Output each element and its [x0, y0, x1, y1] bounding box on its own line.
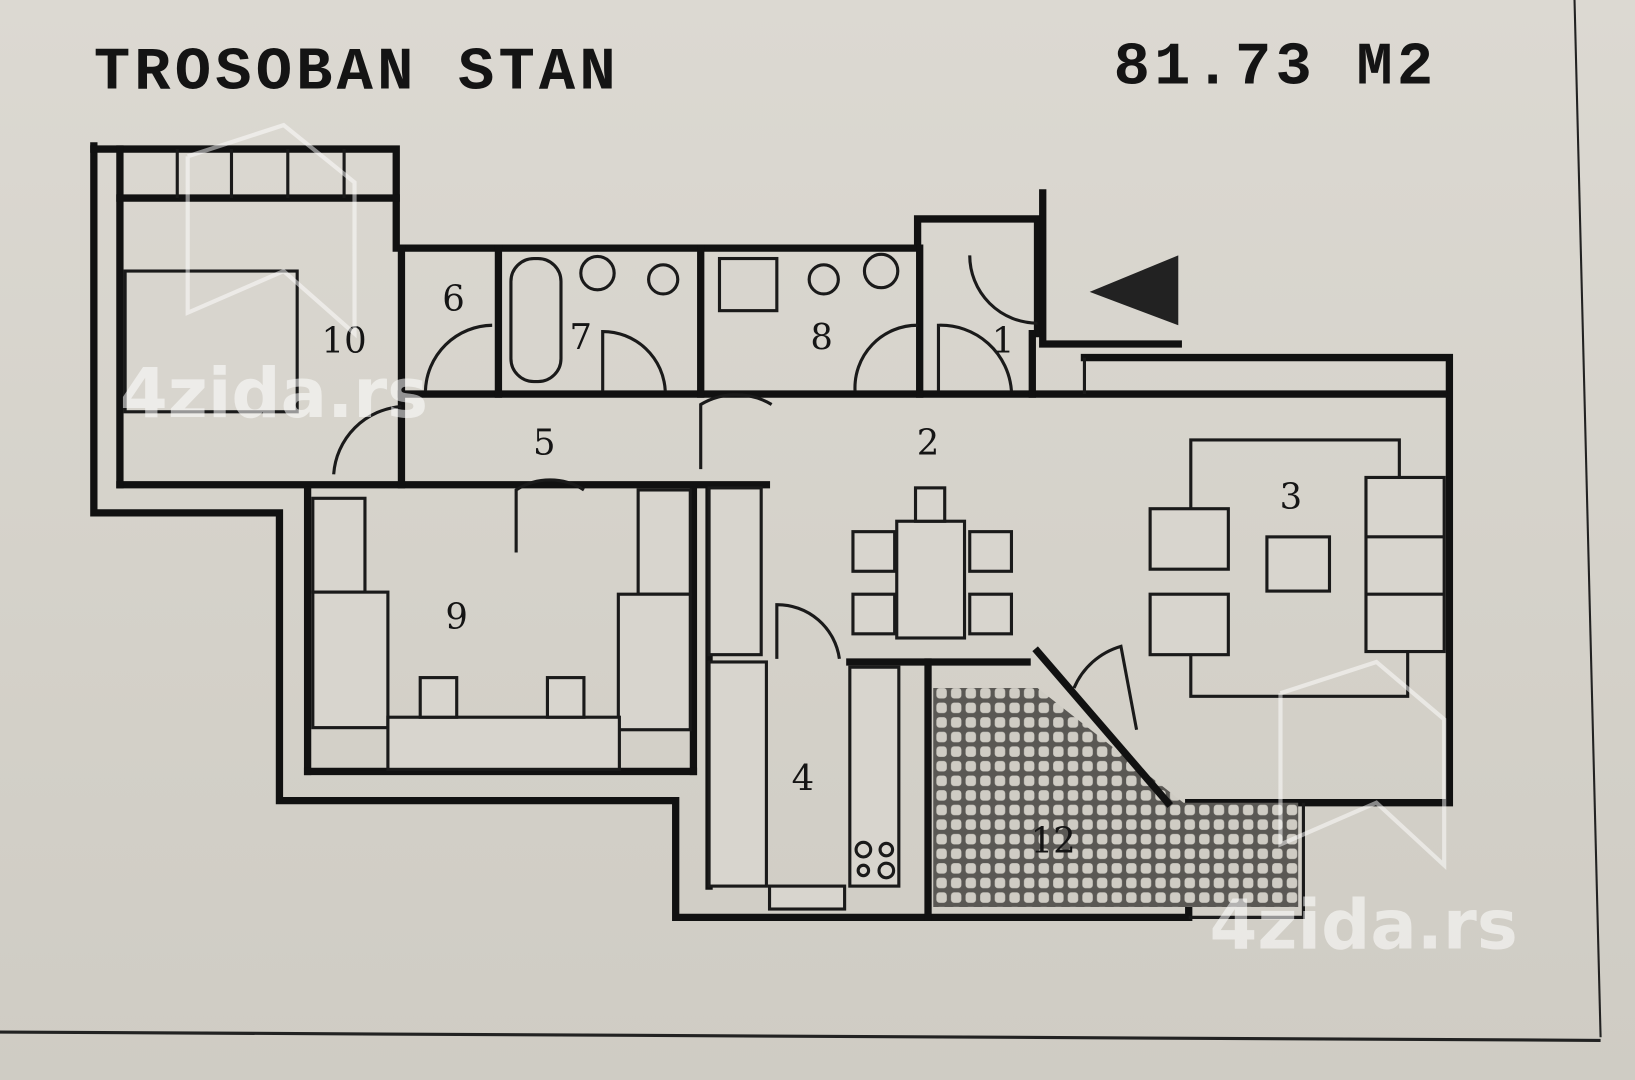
room-label-8: 8	[810, 317, 833, 358]
watermark-logo-bottom: 4zida.rs	[1210, 659, 1518, 966]
room-label-12: 12	[1031, 821, 1076, 862]
kitchen-counter	[848, 665, 901, 888]
room-label-1: 1	[992, 320, 1015, 361]
balcony-tiles	[933, 688, 1299, 907]
room-label-10: 10	[322, 320, 367, 361]
wardrobe-10	[123, 149, 346, 414]
paper-edge-bottom	[0, 1030, 1601, 1042]
room-label-6: 6	[442, 279, 465, 320]
room-label-7: 7	[570, 317, 593, 358]
kitchen-furniture	[707, 486, 901, 911]
room-label-2: 2	[917, 423, 940, 464]
toilet-icon	[807, 263, 840, 296]
room-label-5: 5	[533, 423, 556, 464]
watermark-text: 4zida.rs	[120, 354, 428, 434]
room-label-3: 3	[1280, 477, 1303, 518]
room-label-9: 9	[445, 597, 468, 638]
watermark-logo-top: 4zida.rs	[120, 122, 428, 434]
toilet-icon	[647, 263, 680, 296]
dining-table	[851, 486, 1014, 640]
living-room-furniture	[1148, 438, 1446, 698]
plan-title: TROSOBAN STAN	[94, 40, 620, 108]
sink-icon	[862, 252, 900, 290]
sink-icon	[579, 254, 616, 292]
bedroom-9-furniture	[311, 488, 692, 771]
washer-icon	[717, 256, 779, 313]
room-label-4: 4	[792, 758, 815, 799]
balcony-railing	[1032, 646, 1174, 808]
bathtub-icon	[509, 256, 563, 384]
paper-edge-right	[1573, 0, 1602, 1038]
doors	[332, 255, 1139, 731]
watermark-text: 4zida.rs	[1210, 886, 1518, 966]
bed-icon	[123, 269, 299, 414]
plan-area: 81.73 M2	[1114, 34, 1438, 102]
entrance-arrow-icon	[1089, 255, 1179, 326]
